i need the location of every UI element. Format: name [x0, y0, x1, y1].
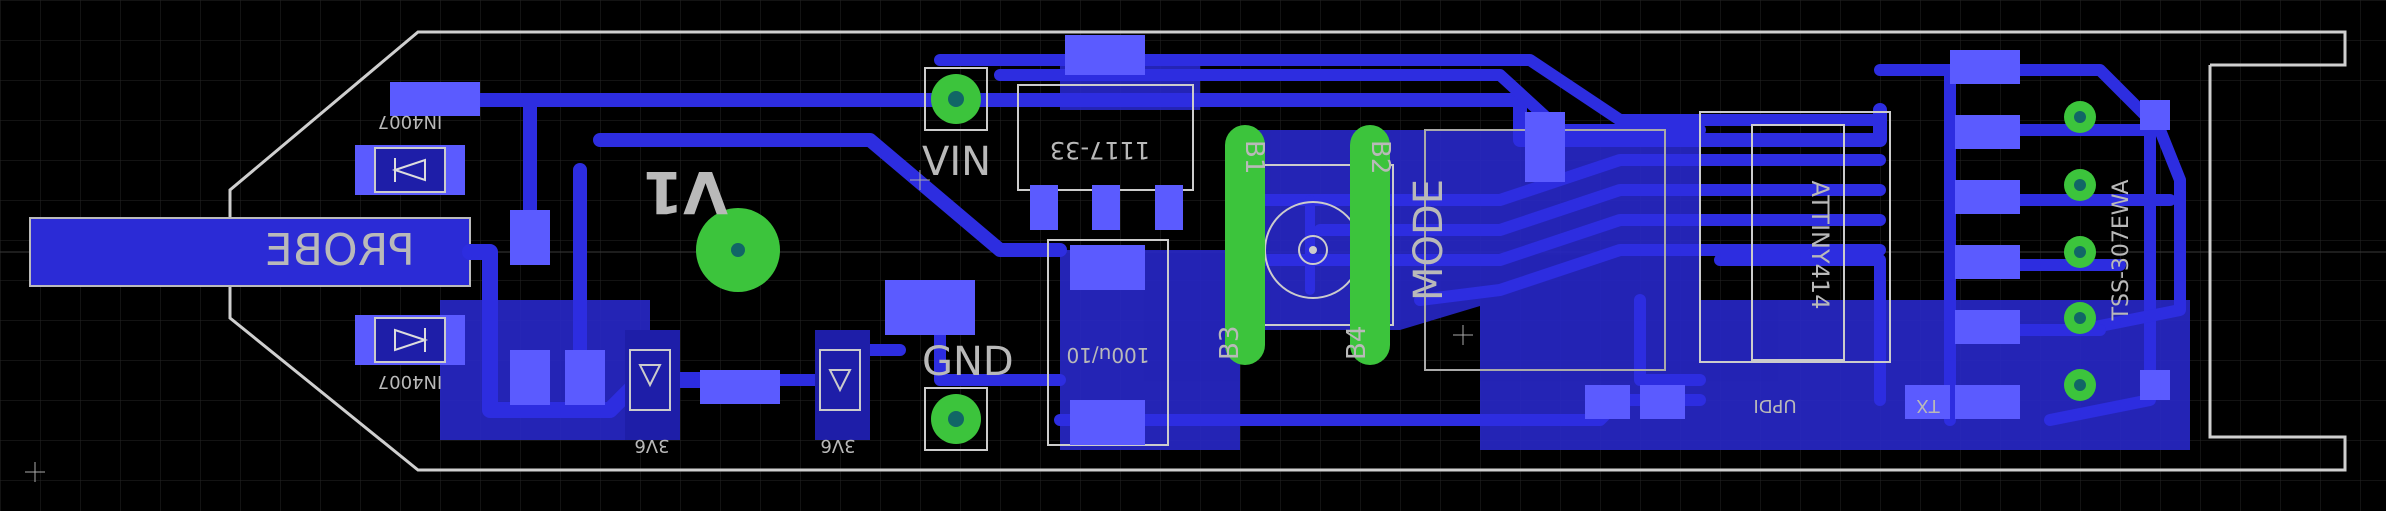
mcu-label: ATTINY414	[1806, 181, 1834, 310]
origin-markers	[25, 170, 1473, 482]
v1-testpoint	[696, 208, 780, 292]
diode-bottom-label: IN4007	[378, 371, 443, 392]
gnd-label: GND	[922, 339, 1014, 385]
b3-label: B3	[1215, 326, 1245, 360]
cap-label: 100u/10	[1066, 343, 1149, 367]
gnd-pad	[924, 387, 988, 451]
updi-label: UPDI	[1753, 395, 1796, 416]
diode-bottom	[355, 315, 465, 365]
vin-label: VIN	[922, 139, 991, 185]
mode-switch	[1225, 125, 1394, 365]
board-outline	[228, 30, 2347, 472]
zener-right	[815, 330, 870, 440]
zener-right-label: 3V6	[820, 435, 855, 456]
regulator	[1017, 35, 1194, 230]
display-pins	[2064, 100, 2170, 401]
display-label: TSS-307EWA	[2109, 180, 2134, 322]
regulator-label: 1117-33	[1050, 136, 1150, 164]
probe-pad	[30, 218, 470, 286]
probe-label: PROBE	[265, 225, 415, 276]
mcu	[1699, 111, 1891, 363]
resistor-array	[1905, 50, 2020, 419]
zener-left	[625, 330, 680, 440]
diode-top	[355, 145, 465, 195]
cap-100u	[1047, 239, 1169, 446]
tx-label: TX	[1916, 395, 1940, 416]
zener-left-label: 3V6	[634, 435, 669, 456]
diode-top-label: IN4007	[378, 111, 443, 132]
v1-label: V1	[643, 158, 728, 226]
b1-label: B1	[1239, 140, 1269, 174]
mode-label: MODE	[1406, 179, 1452, 301]
vin-pad	[924, 67, 988, 131]
b4-label: B4	[1342, 326, 1372, 360]
smd-pads	[390, 82, 1685, 419]
b2-label: B2	[1365, 140, 1395, 174]
